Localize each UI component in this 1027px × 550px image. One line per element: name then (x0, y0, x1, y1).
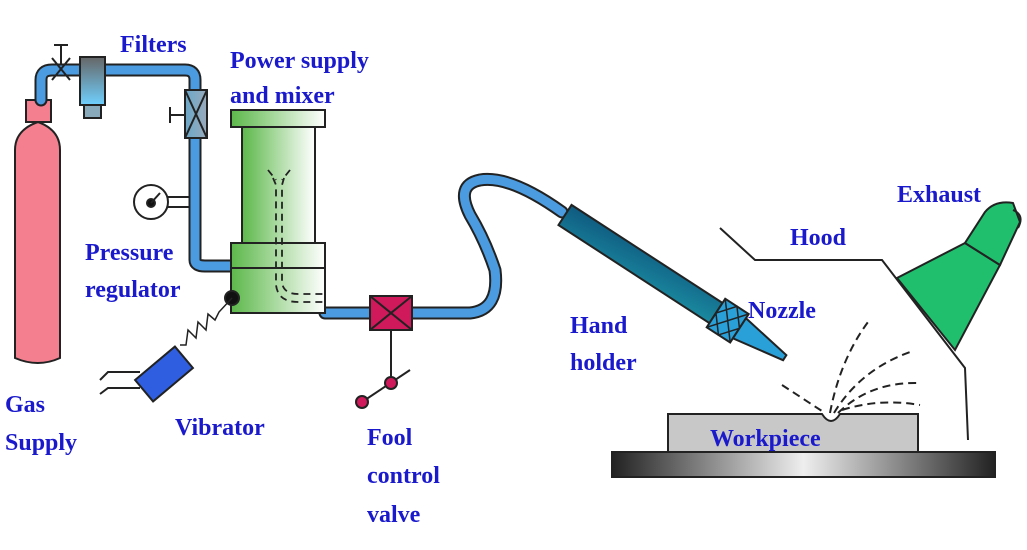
label-vibrator: Vibrator (175, 415, 265, 441)
label-valve: valve (367, 502, 421, 528)
label-fool: Fool (367, 425, 413, 451)
pressure-gauge-icon (133, 184, 190, 220)
label-nozzle: Nozzle (748, 298, 816, 324)
gas-pipe (34, 63, 569, 320)
label-supply: Supply (5, 430, 77, 456)
label-power-supply: Power supply (230, 48, 369, 74)
regulator-valve (169, 89, 208, 139)
label-filters: Filters (120, 32, 187, 58)
hood (719, 227, 969, 441)
exhaust (895, 201, 1022, 352)
vibrator (99, 297, 233, 403)
label-regulator: regulator (85, 277, 181, 303)
hand-holder (557, 203, 788, 362)
label-exhaust: Exhaust (897, 182, 981, 208)
label-control: control (367, 463, 440, 489)
label-pressure: Pressure (85, 240, 174, 266)
label-mixer: and mixer (230, 83, 335, 109)
label-hood: Hood (790, 225, 847, 251)
label-holder: holder (570, 350, 637, 376)
foot-control-valve (355, 295, 413, 409)
gas-cylinder (14, 99, 61, 364)
workpiece (611, 413, 996, 478)
label-gas: Gas (5, 392, 45, 418)
cylinder-valve-icon (51, 44, 71, 81)
power-supply-mixer (224, 109, 326, 314)
label-workpiece: Workpiece (710, 426, 821, 452)
filter (79, 56, 106, 119)
abrasive-jet (781, 321, 921, 414)
label-hand: Hand (570, 313, 628, 339)
